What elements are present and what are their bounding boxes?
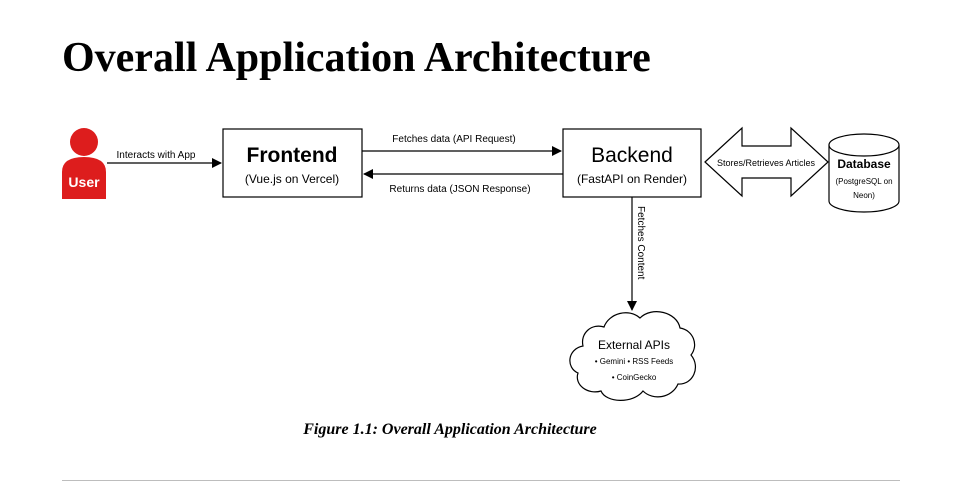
- user-to-frontend-label: Interacts with App: [117, 150, 196, 161]
- page-title: Overall Application Architecture: [62, 35, 651, 81]
- backend-database-label: Stores/Retrieves Articles: [717, 158, 816, 168]
- user-head-icon: [70, 128, 98, 156]
- user-body-icon: [62, 157, 106, 199]
- backend-database-double-arrow: [704, 126, 829, 198]
- backend-to-frontend-label: Returns data (JSON Response): [389, 184, 530, 195]
- frontend-to-backend-label: Fetches data (API Request): [392, 134, 515, 145]
- horizontal-divider: [62, 480, 900, 481]
- frontend-node: Frontend (Vue.js on Vercel): [222, 128, 363, 198]
- external-apis-line2: • CoinGecko: [612, 373, 657, 382]
- external-apis-node: External APIs • Gemini • RSS Feeds • Coi…: [569, 311, 696, 401]
- database-line1: (PostgreSQL on: [835, 177, 892, 186]
- figure-caption: Figure 1.1: Overall Application Architec…: [303, 421, 597, 438]
- user-node: User: [62, 128, 106, 199]
- external-apis-title: External APIs: [598, 338, 670, 352]
- database-line2: Neon): [853, 191, 875, 200]
- frontend-title: Frontend: [247, 144, 338, 167]
- database-title: Database: [837, 157, 891, 171]
- backend-title: Backend: [591, 144, 673, 167]
- cloud-icon: [569, 311, 696, 401]
- backend-subtitle: (FastAPI on Render): [577, 172, 687, 186]
- backend-node: Backend (FastAPI on Render): [562, 128, 702, 198]
- external-apis-line1: • Gemini • RSS Feeds: [595, 357, 674, 366]
- backend-to-external-label: Fetches Content: [635, 206, 646, 280]
- database-icon: [828, 145, 900, 213]
- database-node: Database (PostgreSQL on Neon): [828, 133, 900, 213]
- user-label: User: [68, 174, 100, 190]
- frontend-subtitle: (Vue.js on Vercel): [245, 172, 339, 186]
